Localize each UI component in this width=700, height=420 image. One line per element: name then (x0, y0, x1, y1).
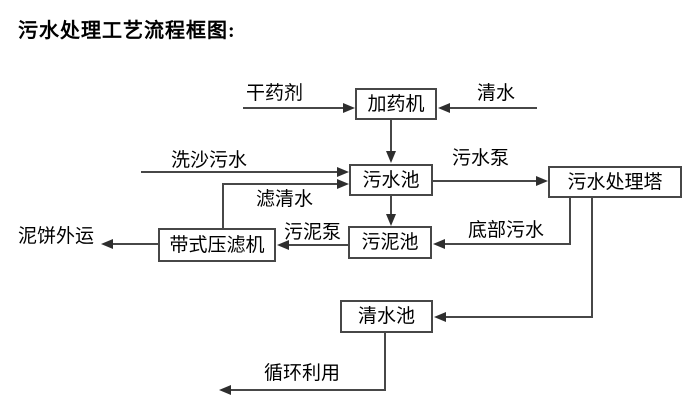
node-dosing-machine: 加药机 (355, 88, 437, 120)
line-filtered-water-riser (222, 183, 224, 228)
line-bottom-sewage (444, 243, 571, 245)
label-mud-cake-out: 泥饼外运 (18, 226, 95, 247)
node-treatment-tower: 污水处理塔 (548, 166, 682, 198)
line-recycle (230, 389, 386, 391)
line-sewage-pump (433, 180, 537, 182)
line-sewage-to-sludge (390, 196, 392, 215)
arrowhead-recycle-icon (219, 385, 231, 395)
arrowhead-sewage-to-sludge-icon (386, 214, 396, 226)
label-dry-chemical: 干药剂 (246, 83, 304, 104)
diagram-title: 污水处理工艺流程框图: (18, 20, 236, 42)
line-sludge-pump (288, 244, 348, 246)
line-tower-to-clear-pool (445, 316, 593, 318)
label-recycle-use: 循环利用 (264, 363, 341, 384)
node-sludge-pool: 污泥池 (348, 226, 432, 259)
node-clear-water-pool: 清水池 (340, 300, 433, 333)
label-filtered-water: 滤清水 (256, 189, 314, 210)
arrowhead-dry-chemical-icon (343, 103, 355, 113)
label-sand-washing-sewage: 洗沙污水 (171, 150, 248, 171)
line-clear-pool-drop (384, 333, 386, 391)
label-sewage-pump: 污水泵 (452, 148, 510, 169)
arrowhead-mud-cake-icon (101, 239, 113, 249)
arrowhead-bottom-sewage-icon (433, 239, 445, 249)
arrowhead-dosing-to-sewage-icon (386, 151, 396, 163)
arrowhead-sludge-pump-icon (277, 240, 289, 250)
node-sewage-pool: 污水池 (349, 164, 433, 196)
line-sand-washing (141, 171, 338, 173)
label-sludge-pump: 污泥泵 (284, 222, 342, 243)
line-tower-riser-1 (569, 198, 571, 245)
arrowhead-filtered-water-icon (337, 179, 349, 189)
label-clear-water: 清水 (477, 83, 516, 104)
line-mud-cake (112, 243, 158, 245)
line-dry-chemical (243, 107, 343, 109)
arrowhead-clear-water-icon (438, 103, 450, 113)
node-belt-filter-press: 带式压滤机 (158, 228, 276, 262)
arrowhead-sand-washing-icon (337, 167, 349, 177)
arrowhead-tower-to-clear-pool-icon (434, 312, 446, 322)
line-dosing-to-sewage (390, 120, 392, 152)
label-bottom-sewage: 底部污水 (468, 220, 545, 241)
line-clear-water (449, 107, 537, 109)
line-tower-riser-2 (591, 198, 593, 318)
line-filtered-water (222, 183, 338, 185)
arrowhead-sewage-pump-icon (536, 176, 548, 186)
